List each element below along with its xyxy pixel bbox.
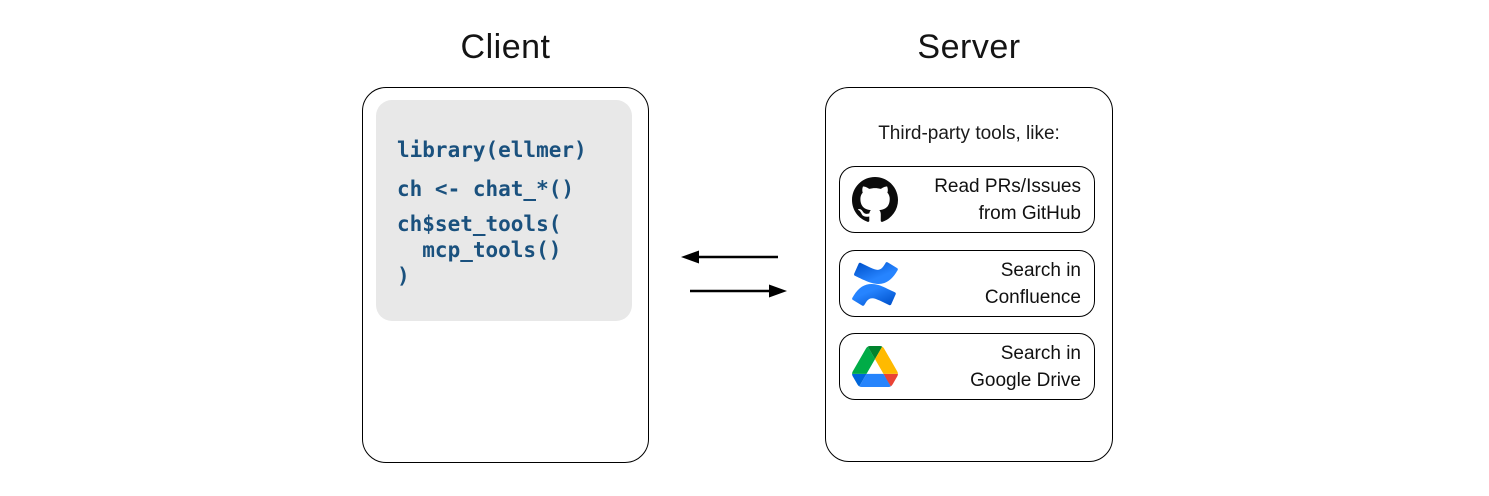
arrow-client-to-server xyxy=(690,284,787,298)
tool-label: Read PRs/Issues from GitHub xyxy=(898,173,1081,227)
tool-label: Search in Confluence xyxy=(898,257,1081,311)
arrow-server-to-client xyxy=(681,250,778,264)
github-icon xyxy=(851,176,898,223)
server-title: Server xyxy=(917,28,1021,66)
tool-label-line1: Search in xyxy=(1000,259,1081,281)
client-title: Client xyxy=(460,28,551,66)
tool-label-line1: Search in xyxy=(1000,342,1081,364)
confluence-icon xyxy=(851,260,898,307)
tool-label-line1: Read PRs/Issues xyxy=(934,175,1081,197)
code-line: ) xyxy=(397,264,410,288)
tool-item-github: Read PRs/Issues from GitHub xyxy=(839,166,1095,233)
google-drive-icon xyxy=(851,343,898,390)
tool-label: Search in Google Drive xyxy=(898,340,1081,394)
code-line: ch <- chat_*() xyxy=(397,177,575,201)
code-line: library(ellmer) xyxy=(397,138,587,162)
server-box: Third-party tools, like: Read PRs/Issues… xyxy=(825,87,1113,462)
code-line: mcp_tools() xyxy=(397,238,562,262)
tool-label-line2: from GitHub xyxy=(978,202,1081,224)
client-box: library(ellmer) ch <- chat_*() ch$set_to… xyxy=(362,87,649,463)
tool-label-line2: Google Drive xyxy=(970,369,1081,391)
code-line: ch$set_tools( xyxy=(397,212,562,236)
tool-label-line2: Confluence xyxy=(984,286,1081,308)
client-server-arrows xyxy=(681,250,787,298)
tool-item-confluence: Search in Confluence xyxy=(839,250,1095,317)
tool-item-google-drive: Search in Google Drive xyxy=(839,333,1095,400)
code-block: library(ellmer) ch <- chat_*() ch$set_to… xyxy=(376,100,632,321)
server-subtitle: Third-party tools, like: xyxy=(878,123,1060,144)
